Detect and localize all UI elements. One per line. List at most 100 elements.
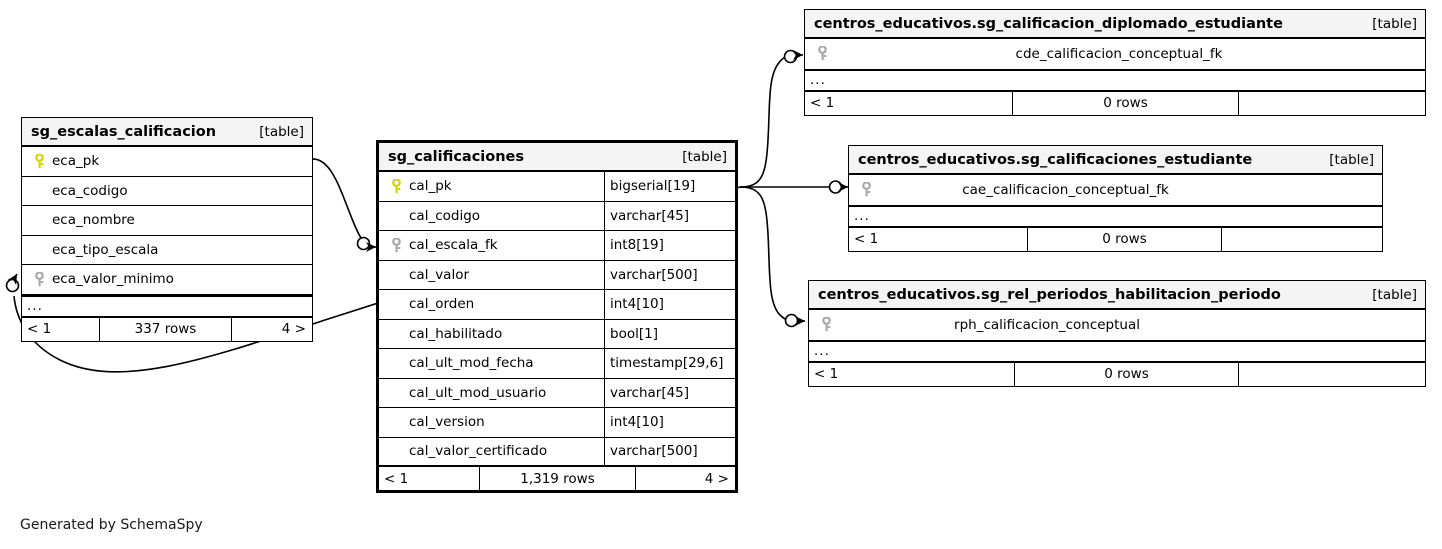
column-name-cell: cal_orden [379, 290, 604, 319]
column-label: cal_ult_mod_usuario [409, 384, 547, 401]
table-title: centros_educativos.sg_calificacion_diplo… [814, 15, 1283, 32]
next-page-button[interactable] [1222, 228, 1382, 251]
table-sg_calificaciones[interactable]: sg_calificaciones [table] cal_pk bigseri… [376, 140, 738, 493]
column-row[interactable]: cal_version int4[10] [379, 408, 735, 438]
edge-calificaciones-to-rel-periodos [739, 186, 805, 328]
column-label: cal_version [409, 414, 485, 431]
column-row[interactable]: cde_calificacion_conceptual_fk [805, 39, 1425, 69]
column-row[interactable]: eca_valor_minimo [22, 265, 312, 295]
column-name-cell: cde_calificacion_conceptual_fk [805, 39, 1425, 69]
table-type-tag: [table] [682, 148, 727, 165]
table-sg_rel_periodos_habilitacion_periodo[interactable]: centros_educativos.sg_rel_periodos_habil… [808, 280, 1426, 387]
column-name-cell: rph_calificacion_conceptual [809, 310, 1425, 340]
prev-page-button[interactable]: < 1 [384, 470, 409, 487]
column-name-cell: cal_habilitado [379, 320, 604, 349]
edge-escalas-to-calificaciones [311, 158, 376, 252]
row-count-label: 0 rows [1014, 362, 1239, 386]
column-name-cell: cal_codigo [379, 202, 604, 231]
column-row[interactable]: cal_ult_mod_fecha timestamp[29,6] [379, 349, 735, 379]
table-sg_calificacion_diplomado_estudiante[interactable]: centros_educativos.sg_calificacion_diplo… [804, 9, 1426, 116]
foreign-key-icon [811, 46, 833, 61]
column-label: cde_calificacion_conceptual_fk [1015, 45, 1223, 62]
column-label: cal_valor_certificado [409, 443, 548, 460]
column-type: bigserial[19] [604, 172, 735, 201]
column-name-cell: cal_ult_mod_fecha [379, 349, 604, 378]
table-type-tag: [table] [1329, 151, 1374, 168]
column-name-cell: eca_tipo_escala [22, 236, 312, 265]
primary-key-icon [28, 153, 50, 169]
column-row[interactable]: cal_orden int4[10] [379, 290, 735, 320]
column-row[interactable]: eca_tipo_escala [22, 236, 312, 265]
column-row[interactable]: cal_pk bigserial[19] [379, 172, 735, 202]
column-type: timestamp[29,6] [604, 349, 735, 378]
column-name-cell: cae_calificacion_conceptual_fk [849, 175, 1382, 205]
table-sg_calificaciones_estudiante[interactable]: centros_educativos.sg_calificaciones_est… [848, 145, 1383, 252]
row-count-label: 1,319 rows [479, 467, 636, 490]
column-label: cal_habilitado [409, 325, 503, 342]
row-count-label: 337 rows [99, 317, 232, 341]
row-count-label: 0 rows [1012, 91, 1239, 115]
next-page-button[interactable] [1239, 363, 1425, 386]
edge-calificaciones-to-diplomado-estudiante [739, 49, 803, 188]
column-label: cal_orden [409, 296, 475, 313]
row-count-label: 0 rows [1027, 227, 1222, 251]
table-title: sg_escalas_calificacion [31, 123, 217, 140]
column-label: cal_codigo [409, 207, 481, 224]
edge-calificaciones-to-calificaciones-estudiante [740, 180, 848, 194]
table-title: sg_calificaciones [388, 148, 525, 165]
prev-page-button[interactable]: < 1 [814, 366, 839, 382]
column-row[interactable]: cal_codigo varchar[45] [379, 201, 735, 231]
table-type-tag: [table] [1372, 15, 1417, 32]
column-label: eca_tipo_escala [52, 241, 159, 258]
column-name-cell: eca_nombre [22, 206, 312, 235]
table-title: centros_educativos.sg_calificaciones_est… [858, 151, 1253, 168]
table-header: centros_educativos.sg_calificaciones_est… [849, 146, 1382, 175]
column-type: varchar[45] [604, 201, 735, 230]
next-page-button[interactable] [1239, 92, 1425, 115]
column-row[interactable]: cal_valor varchar[500] [379, 260, 735, 290]
table-footer: < 1 337 rows 4 > [22, 317, 312, 341]
table-footer: < 1 1,319 rows 4 > [379, 467, 735, 490]
column-row[interactable]: eca_nombre [22, 206, 312, 236]
table-type-tag: [table] [1372, 286, 1417, 303]
foreign-key-icon [815, 317, 837, 332]
column-name-cell: eca_valor_minimo [22, 265, 312, 294]
table-sg_escalas_calificacion[interactable]: sg_escalas_calificacion [table] eca_pk e… [21, 117, 313, 342]
column-row[interactable]: cae_calificacion_conceptual_fk [849, 175, 1382, 205]
column-name-cell: cal_version [379, 408, 604, 437]
column-type: varchar[500] [604, 437, 735, 465]
column-label: cal_valor [409, 266, 470, 283]
prev-page-button[interactable]: < 1 [854, 231, 879, 247]
next-page-button[interactable]: 4 > [281, 321, 306, 337]
prev-page-button[interactable]: < 1 [27, 321, 52, 337]
column-row[interactable]: eca_pk [22, 147, 312, 177]
column-label: rph_calificacion_conceptual [954, 316, 1140, 333]
column-row[interactable]: rph_calificacion_conceptual [809, 310, 1425, 340]
table-type-tag: [table] [259, 123, 304, 140]
prev-page-button[interactable]: < 1 [810, 95, 835, 111]
column-row[interactable]: cal_escala_fk int8[19] [379, 231, 735, 261]
column-name-cell: cal_escala_fk [379, 231, 604, 260]
table-header: centros_educativos.sg_rel_periodos_habil… [809, 281, 1425, 310]
column-type: bool[1] [604, 319, 735, 348]
column-name-cell: cal_valor [379, 261, 604, 290]
column-name-cell: cal_valor_certificado [379, 438, 604, 466]
column-label: cae_calificacion_conceptual_fk [962, 181, 1169, 198]
table-header: sg_escalas_calificacion [table] [22, 118, 312, 147]
column-row[interactable]: eca_codigo [22, 177, 312, 206]
column-type: int8[19] [604, 231, 735, 260]
column-label: cal_pk [409, 178, 452, 195]
column-label: eca_codigo [52, 182, 128, 199]
table-footer: < 1 0 rows [805, 91, 1425, 115]
column-row[interactable]: cal_habilitado bool[1] [379, 319, 735, 349]
more-columns-indicator: ... [805, 68, 1425, 92]
column-row[interactable]: cal_ult_mod_usuario varchar[45] [379, 378, 735, 408]
more-columns-indicator: ... [849, 204, 1382, 228]
column-row[interactable]: cal_valor_certificado varchar[500] [379, 437, 735, 467]
primary-key-icon [385, 178, 407, 194]
next-page-button[interactable]: 4 > [704, 470, 729, 487]
foreign-key-icon [28, 271, 50, 287]
column-label: cal_escala_fk [409, 237, 498, 254]
table-header: centros_educativos.sg_calificacion_diplo… [805, 10, 1425, 39]
column-name-cell: eca_pk [22, 147, 312, 176]
